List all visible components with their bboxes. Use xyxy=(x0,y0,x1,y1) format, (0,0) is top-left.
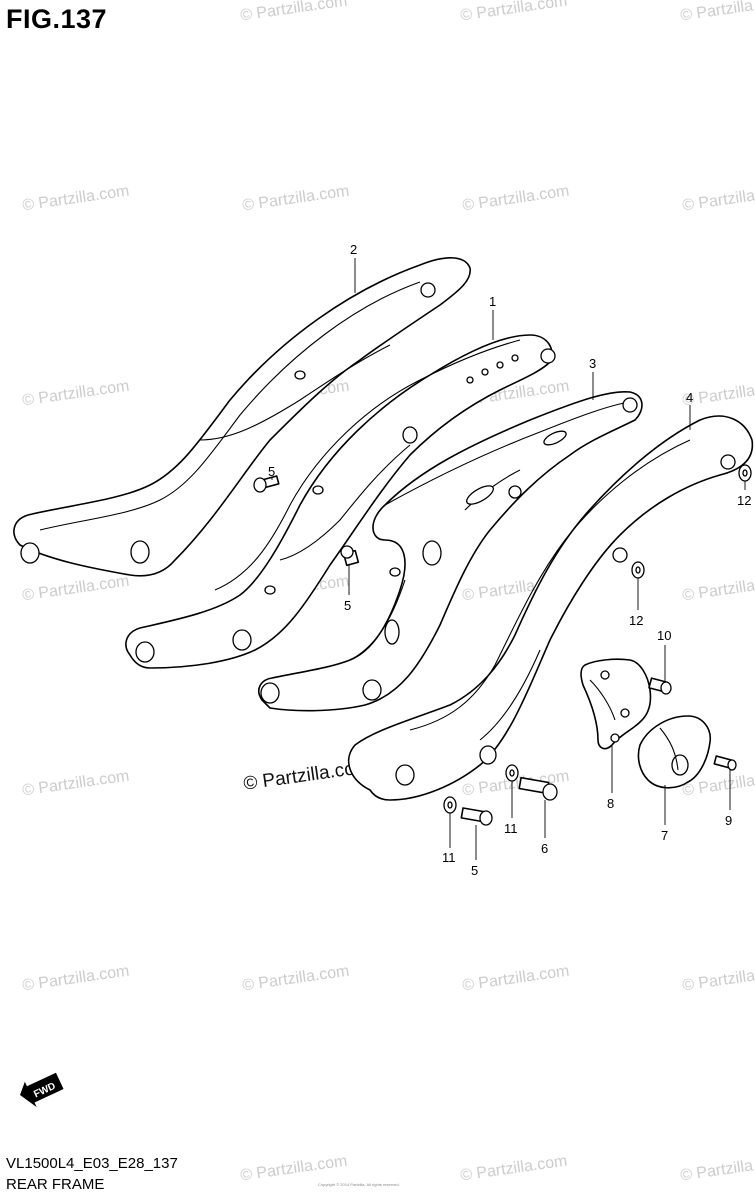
callout-5-upper: 5 xyxy=(268,464,275,479)
callout-11-lower: 11 xyxy=(442,850,456,865)
figure-title: FIG.137 xyxy=(6,4,108,34)
part-2-frame[interactable] xyxy=(13,257,471,577)
callout-3: 3 xyxy=(589,356,596,371)
part-9-bolt[interactable] xyxy=(713,755,737,771)
callout-12-right: 12 xyxy=(737,493,751,508)
callout-8: 8 xyxy=(607,796,614,811)
part-8-bracket[interactable] xyxy=(580,658,652,750)
callout-12-middle: 12 xyxy=(629,613,643,628)
part-10-bolt[interactable] xyxy=(648,677,672,695)
callout-2: 2 xyxy=(350,242,357,257)
callout-4: 4 xyxy=(686,390,693,405)
callout-9: 9 xyxy=(725,813,732,828)
part-6-bolt[interactable] xyxy=(518,776,558,801)
copyright-notice: Copyright © 2014 Partzilla. All rights r… xyxy=(318,1182,400,1187)
part-5-bolt-lower[interactable] xyxy=(460,807,493,826)
callout-6: 6 xyxy=(541,841,548,856)
callout-5-middle: 5 xyxy=(344,598,351,613)
part-12-washer-right[interactable] xyxy=(738,464,752,482)
figure-code: VL1500L4_E03_E28_137 xyxy=(6,1155,178,1172)
part-4-frame-cover[interactable] xyxy=(347,415,754,801)
part-5-bolt-middle[interactable] xyxy=(340,545,360,567)
callout-11-upper: 11 xyxy=(504,821,518,836)
callout-7: 7 xyxy=(661,828,668,843)
callout-10: 10 xyxy=(657,628,671,643)
callout-5-lower: 5 xyxy=(471,863,478,878)
part-5-bolt-upper[interactable] xyxy=(253,475,280,493)
part-11-washer-upper[interactable] xyxy=(505,764,519,782)
part-7-clamp[interactable] xyxy=(637,715,712,789)
part-1-frame-rail[interactable] xyxy=(125,334,556,669)
figure-name: REAR FRAME xyxy=(6,1176,105,1193)
part-12-washer-middle[interactable] xyxy=(631,561,645,579)
fwd-arrow-icon: FWD xyxy=(20,1072,64,1108)
callout-1: 1 xyxy=(489,294,496,309)
leader-lines xyxy=(271,258,746,860)
part-11-washer-lower[interactable] xyxy=(443,796,457,814)
part-3-inner-frame[interactable] xyxy=(258,390,643,712)
